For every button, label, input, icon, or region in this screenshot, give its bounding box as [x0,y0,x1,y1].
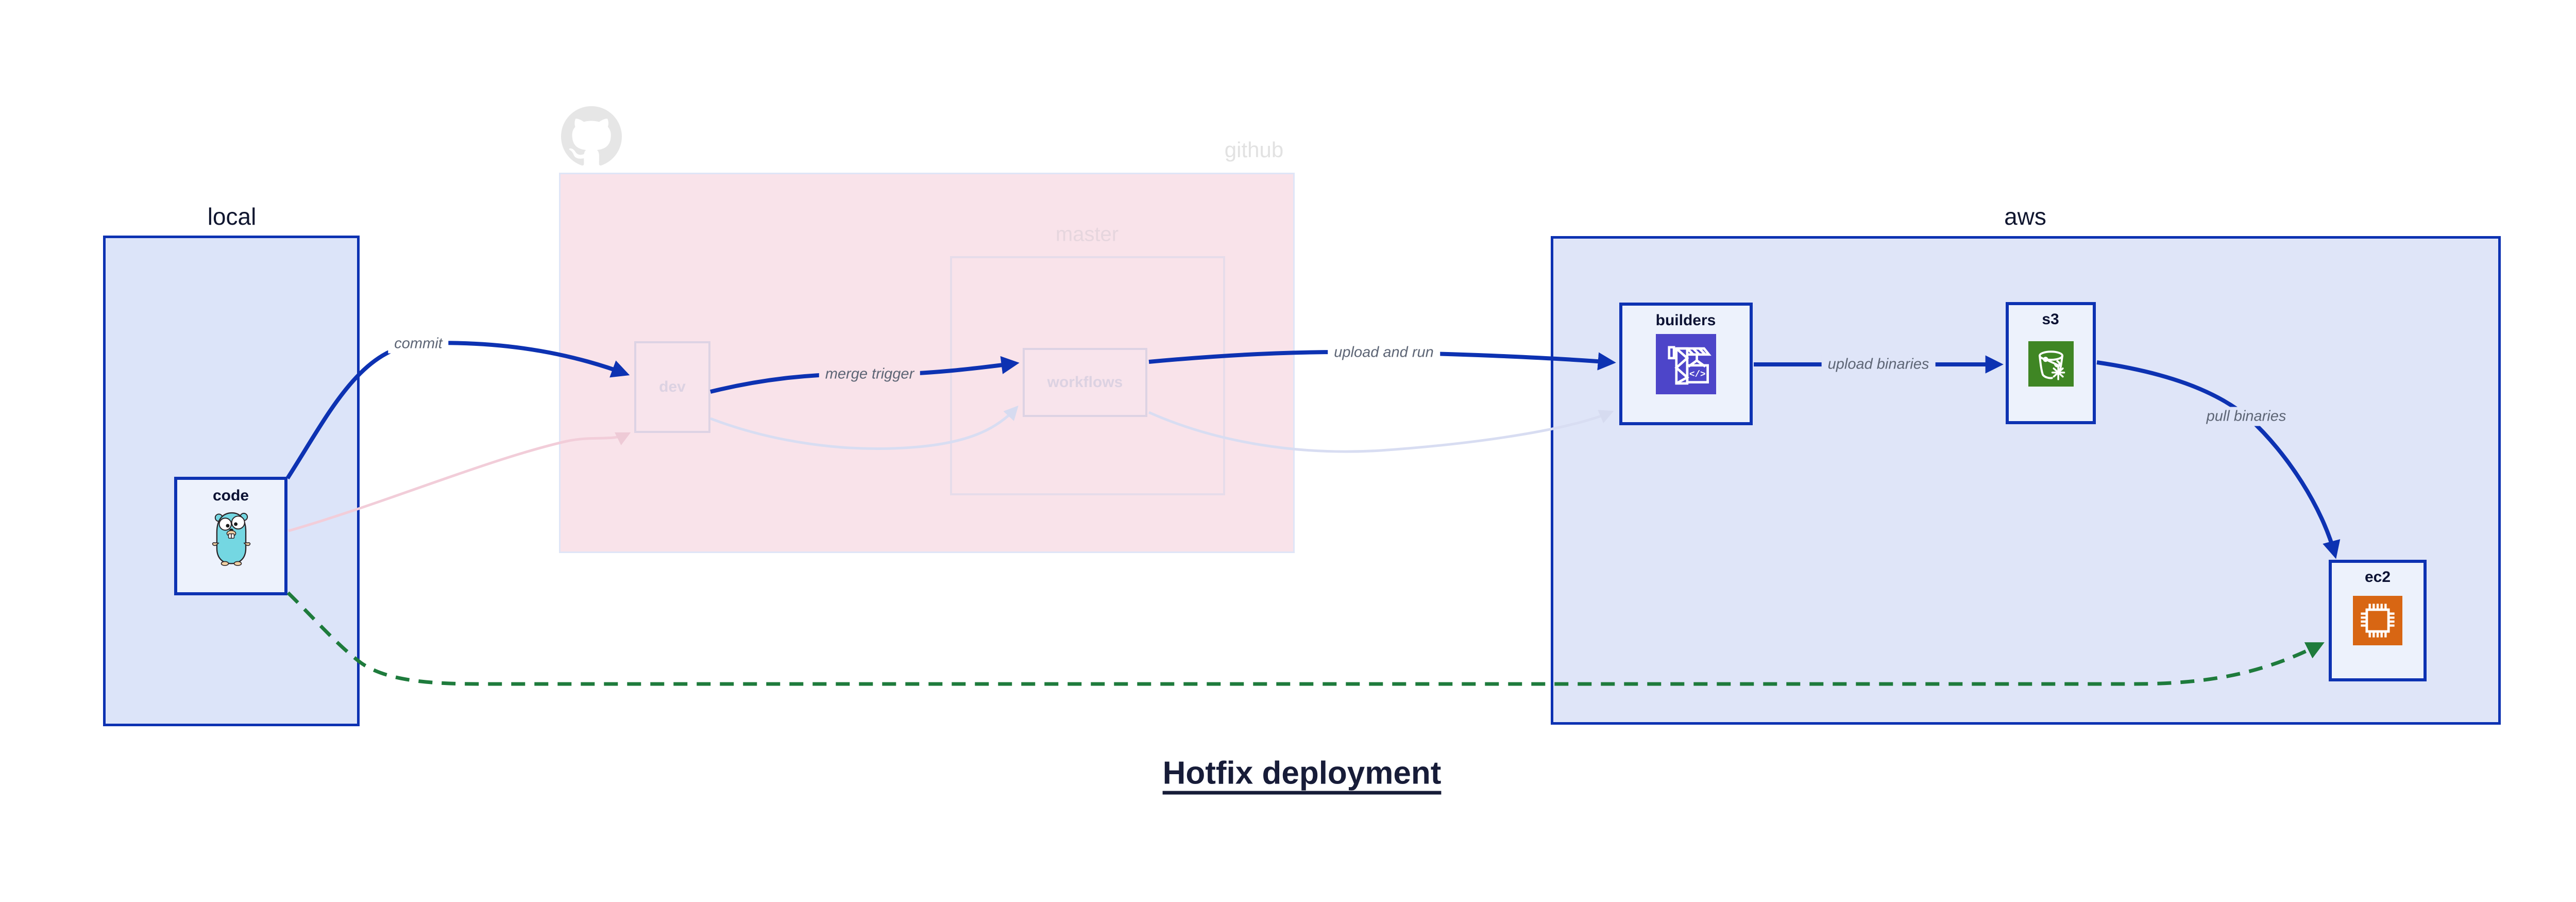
aws-codebuild-icon: </> [1655,334,1717,394]
node-builders [1619,303,1753,425]
edge-faded-dev-workflows [710,405,1019,450]
node-workflows [1023,348,1147,417]
svg-text:</>: </> [1689,370,1706,380]
node-label-workflows: workflows [1047,374,1123,391]
edge-label-merge-trigger: merge trigger [819,364,921,384]
aws-s3-bucket-icon [2028,341,2074,387]
edge-label-upload-and-run: upload and run [1328,343,1440,362]
edge-label-pull-binaries: pull binaries [2200,407,2293,426]
container-master [950,256,1225,495]
edge-hotfix-dashed [286,591,2325,686]
edge-pull-binaries [2096,360,2341,559]
edge-label-upload-binaries: upload binaries [1821,355,1936,374]
container-label-github: github [1224,138,1284,162]
node-label-code: code [212,487,249,504]
node-dev [634,341,710,433]
github-octocat-icon [561,106,622,167]
node-label-s3: s3 [2042,311,2059,328]
edge-faded-workflows-builders [1148,410,1614,453]
container-label-local: local [207,203,257,230]
aws-ec2-chip-icon [2353,596,2402,645]
container-label-aws: aws [2004,203,2046,230]
go-gopher-icon [211,509,251,568]
edge-faded-code-dev [288,432,631,532]
node-label-dev: dev [659,378,686,395]
node-label-builders: builders [1655,312,1716,329]
edge-commit [285,341,630,480]
diagram-title: Hotfix deployment [1162,755,1442,791]
node-label-ec2: ec2 [2364,569,2391,586]
container-label-master: master [1055,223,1119,246]
edge-label-commit: commit [388,334,449,354]
